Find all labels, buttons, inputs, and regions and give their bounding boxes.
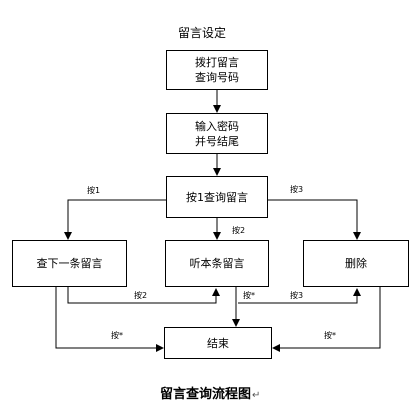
- enter-password-text: 输入密码 并号结尾: [195, 119, 239, 148]
- arrow-press1-to-next: [64, 199, 166, 240]
- label-press3-bottom: 按3: [290, 291, 304, 300]
- diagram-caption: 留言查询流程图↵: [160, 383, 260, 402]
- delete-box: 删除: [303, 240, 409, 287]
- listen-message-text: 听本条留言: [189, 257, 245, 270]
- press1-query-text: 按1查询留言: [186, 190, 248, 204]
- press1-query-box: 按1查询留言: [166, 176, 268, 218]
- caption-text: 留言查询流程图: [160, 387, 252, 402]
- enter-password-box: 输入密码 并号结尾: [166, 113, 268, 154]
- dial-number-box: 拨打留言 查询号码: [166, 50, 268, 90]
- arrow-press1-to-delete: [268, 199, 361, 240]
- label-press-star-mid: 按*: [243, 291, 255, 300]
- end-box: 结束: [164, 327, 272, 359]
- paragraph-mark-icon: ↵: [252, 390, 261, 401]
- arrow-next-to-end: [55, 287, 164, 352]
- label-press-star-right: 按*: [324, 331, 336, 340]
- delete-text: 删除: [345, 257, 367, 270]
- next-message-text: 查下一条留言: [36, 257, 103, 270]
- label-press-star-left: 按*: [111, 331, 123, 340]
- label-press1: 按1: [87, 186, 101, 195]
- label-press2-top: 按2: [232, 226, 246, 235]
- label-press2-bottom: 按2: [134, 291, 148, 300]
- next-message-box: 查下一条留言: [12, 240, 127, 287]
- dial-number-text: 拨打留言 查询号码: [195, 56, 239, 84]
- arrow-delete-to-end: [272, 287, 381, 352]
- arrow-loop-to-delete: [238, 288, 361, 304]
- arrow-next-to-listen: [67, 287, 220, 304]
- label-press3-top: 按3: [290, 185, 304, 194]
- diagram-top-title: 留言设定: [178, 26, 227, 40]
- listen-message-box: 听本条留言: [165, 240, 269, 287]
- end-text: 结束: [207, 336, 229, 350]
